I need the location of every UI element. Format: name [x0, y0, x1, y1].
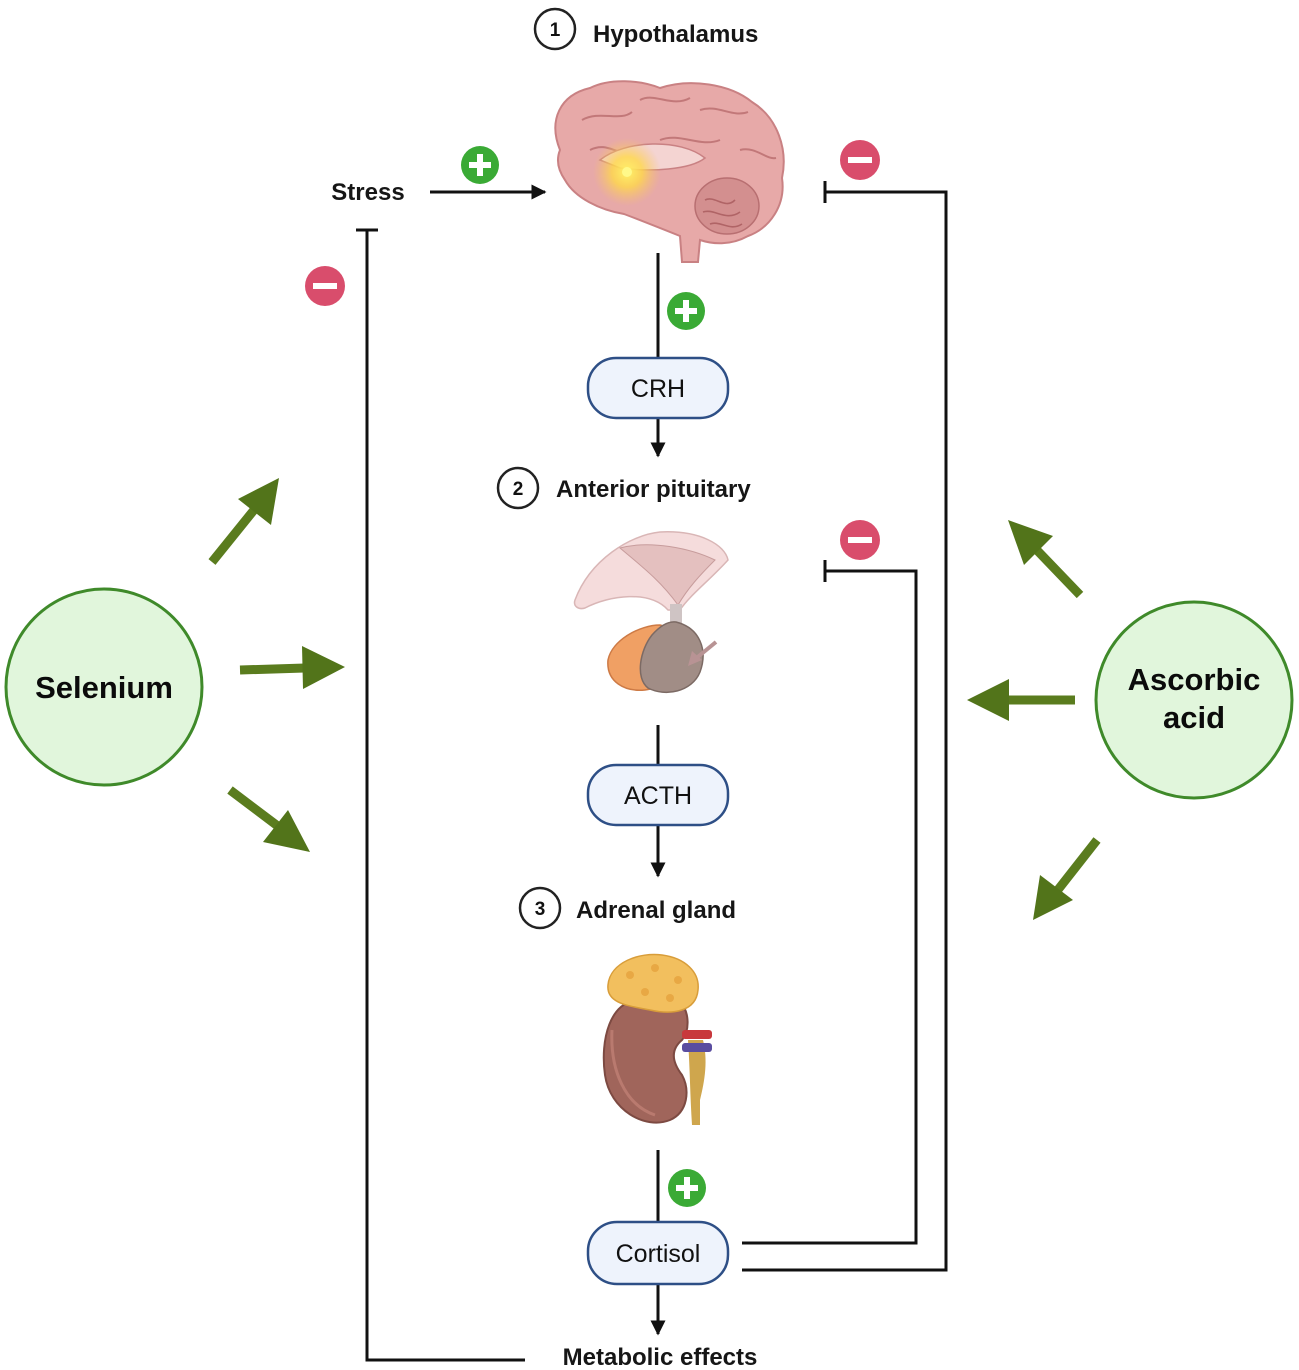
metabolic-to-stress-inhibition-line [365, 230, 525, 1362]
green-arrow-icon [227, 786, 310, 852]
metabolic-effects-label: Metabolic effects [563, 1344, 758, 1370]
step-2-header: 2 Anterior pituitary [496, 466, 751, 510]
cortisol-label: Cortisol [616, 1240, 701, 1268]
green-arrow-icon [1008, 520, 1084, 599]
adrenal-gland-label: Adrenal gland [576, 897, 736, 924]
crh-box: CRH [586, 356, 730, 420]
minus-icon [840, 140, 880, 180]
cortisol-box: Cortisol [586, 1220, 730, 1286]
step-3-header: 3 Adrenal gland [518, 886, 736, 930]
green-arrow-icon [967, 679, 1075, 721]
minus-icon [840, 520, 880, 560]
ascorbic-label-line2: acid [1163, 700, 1225, 735]
acth-label: ACTH [624, 782, 692, 810]
step-1-number: 1 [550, 20, 561, 41]
ascorbic-acid-node: Ascorbic acid [1094, 600, 1294, 800]
stress-label: Stress [331, 179, 404, 206]
pituitary-icon [573, 531, 729, 694]
step-1-header: 1 Hypothalamus [533, 7, 758, 51]
acth-box: ACTH [586, 763, 730, 827]
cortisol-to-pituitary-feedback-line [742, 569, 918, 1245]
adrenal-kidney-icon [602, 953, 712, 1125]
green-arrow-icon [239, 646, 345, 689]
anterior-pituitary-label: Anterior pituitary [556, 476, 751, 503]
selenium-node: Selenium [4, 587, 204, 787]
step-3-number: 3 [535, 899, 546, 920]
green-arrow-icon [1033, 837, 1101, 920]
brain-icon [554, 80, 785, 263]
step-2-number: 2 [513, 479, 524, 500]
minus-icon [305, 266, 345, 306]
plus-icon [667, 292, 705, 330]
green-arrow-icon [208, 478, 279, 565]
selenium-label: Selenium [35, 670, 173, 705]
plus-icon [461, 146, 499, 184]
cortisol-to-hypothalamus-feedback-line [742, 190, 948, 1272]
ascorbic-label-line1: Ascorbic [1128, 662, 1261, 697]
hypothalamus-label: Hypothalamus [593, 21, 758, 48]
crh-label: CRH [631, 375, 685, 403]
plus-icon [668, 1169, 706, 1207]
